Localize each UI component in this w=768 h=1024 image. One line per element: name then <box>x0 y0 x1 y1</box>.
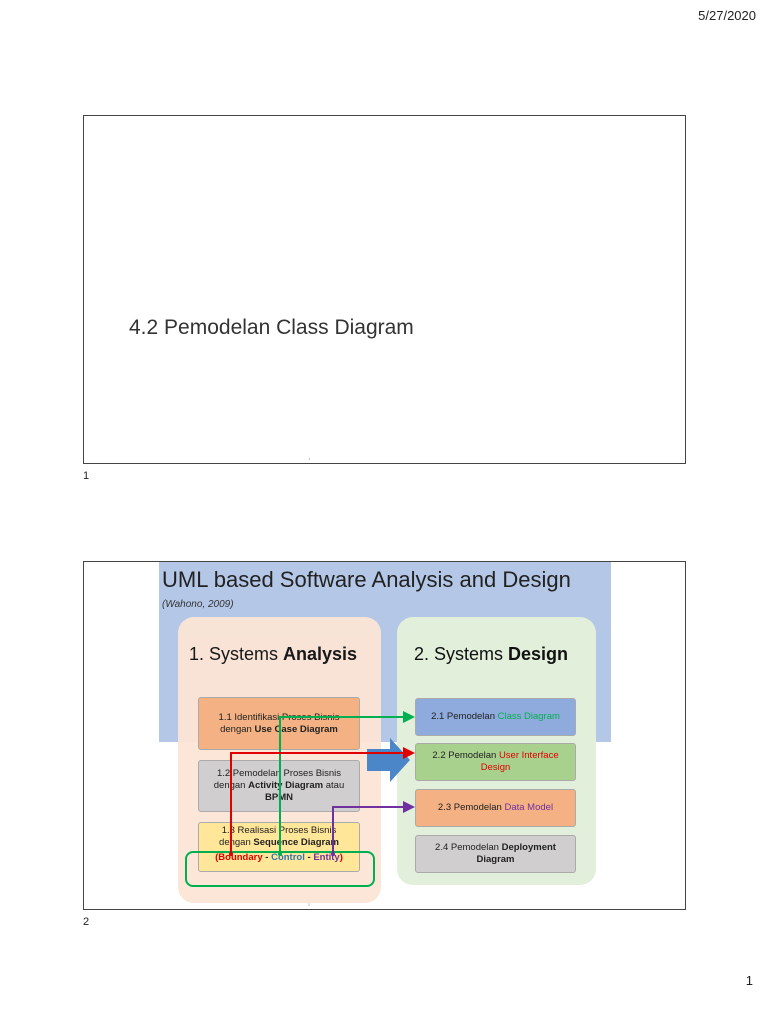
slide-2-caption-number: 2 <box>83 916 90 928</box>
analysis-heading: 1. Systems Analysis <box>189 644 358 664</box>
box-2-3-data-model: 2.3 Pemodelan Data Model <box>415 789 576 827</box>
slide-2: UML based Software Analysis and Design (… <box>83 561 686 910</box>
slide-1-title: 4.2 Pemodelan Class Diagram <box>129 316 414 339</box>
print-date: 5/27/2020 <box>698 8 756 23</box>
slide-2-title: UML based Software Analysis and Design <box>162 567 571 592</box>
transition-arrow <box>367 738 410 782</box>
page-number: 1 <box>745 973 753 988</box>
green-connector <box>279 711 415 851</box>
design-heading: 2. Systems Design <box>414 644 569 664</box>
slide-1-caption-number: 1 <box>83 470 90 482</box>
connector-arrows <box>229 711 415 856</box>
red-connector <box>230 747 415 854</box>
bce-label: (Boundary - Control - Entity) <box>215 852 343 863</box>
purple-connector <box>332 801 415 854</box>
box-2-2-ui-design: 2.2 Pemodelan User Interface Design <box>415 743 576 781</box>
slide-1: 4.2 Pemodelan Class Diagram 1 <box>83 115 686 464</box>
box-2-1-class-diagram: 2.1 Pemodelan Class Diagram <box>415 698 576 736</box>
slide-2-tiny-number: 2 <box>308 902 311 907</box>
slide-1-tiny-number: 1 <box>308 456 311 461</box>
slide-2-subtitle: (Wahono, 2009) <box>162 599 234 610</box>
box-2-4-deployment: 2.4 Pemodelan Deployment Diagram <box>415 835 576 873</box>
